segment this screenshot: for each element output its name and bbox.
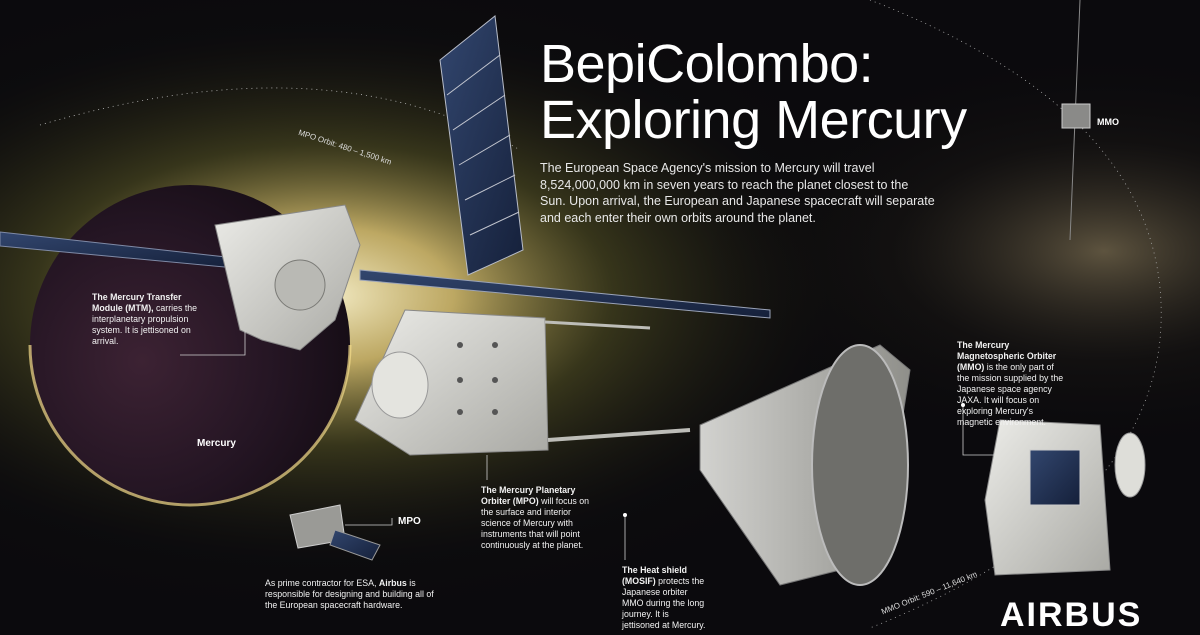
airbus-logo: AIRBUS	[1000, 596, 1143, 634]
mmo-small-icon	[1061, 103, 1091, 129]
mmo-antenna-dish	[1114, 432, 1146, 498]
mosif-caption-bold: The Heat shield (MOSIF)	[622, 565, 688, 586]
mpo-boom	[547, 428, 691, 442]
mpo-label: MPO	[398, 516, 421, 527]
mpo-caption-text: will focus on the surface and interior s…	[481, 496, 590, 550]
airbus-caption: As prime contractor for ESA, Airbus is r…	[265, 578, 445, 611]
mpo-caption-bold: The Mercury Planetary Orbiter (MPO)	[481, 485, 576, 506]
mpo-small-leader-line	[345, 518, 393, 526]
airbus-caption-text: is responsible for designing and buildin…	[265, 578, 434, 610]
mpo-solar-array-right	[359, 269, 771, 319]
mercury-rim-light	[28, 344, 352, 507]
mtm-caption-text: carries the interplanetary propulsion sy…	[92, 303, 198, 346]
airbus-caption-pre: As prime contractor for ESA,	[265, 578, 379, 588]
mmo-leader-line	[962, 405, 995, 456]
page-title: BepiColombo: Exploring Mercury	[540, 36, 1100, 148]
mmo-caption: The Mercury Magnetospheric Orbiter (MMO)…	[957, 340, 1067, 428]
intro-paragraph: The European Space Agency's mission to M…	[540, 161, 935, 225]
mtm-leader-line	[180, 330, 246, 356]
mpo-caption: The Mercury Planetary Orbiter (MPO) will…	[481, 485, 601, 551]
mpo-small-solar	[329, 529, 381, 561]
mpo-upper-boom	[544, 320, 651, 330]
mosif-caption: The Heat shield (MOSIF) protects the Jap…	[622, 565, 707, 631]
mpo-antenna-dish	[371, 351, 429, 419]
mosif-caption-text: protects the Japanese orbiter MMO during…	[622, 576, 706, 630]
airbus-caption-bold: Airbus	[378, 578, 407, 588]
title-line-1: BepiColombo:	[540, 34, 874, 94]
mmo-caption-bold: The Mercury Magnetospheric Orbiter (MMO)	[957, 340, 1057, 372]
mmo-label: MMO	[1097, 117, 1119, 127]
mercury-label: Mercury	[197, 438, 236, 449]
mmo-solar-panel	[1029, 449, 1081, 506]
mtm-thruster-ring	[274, 259, 326, 311]
mpo-solar-array-upper	[439, 15, 524, 276]
mpo-orbit-line	[39, 87, 521, 151]
mmo-caption-text: is the only part of the mission supplied…	[957, 362, 1064, 427]
mtm-caption-bold: The Mercury Transfer Module (MTM),	[92, 292, 182, 313]
title-line-2: Exploring Mercury	[540, 90, 967, 150]
mtm-caption: The Mercury Transfer Module (MTM), carri…	[92, 292, 207, 347]
mosif-opening	[811, 344, 909, 586]
mpo-body	[354, 309, 549, 456]
